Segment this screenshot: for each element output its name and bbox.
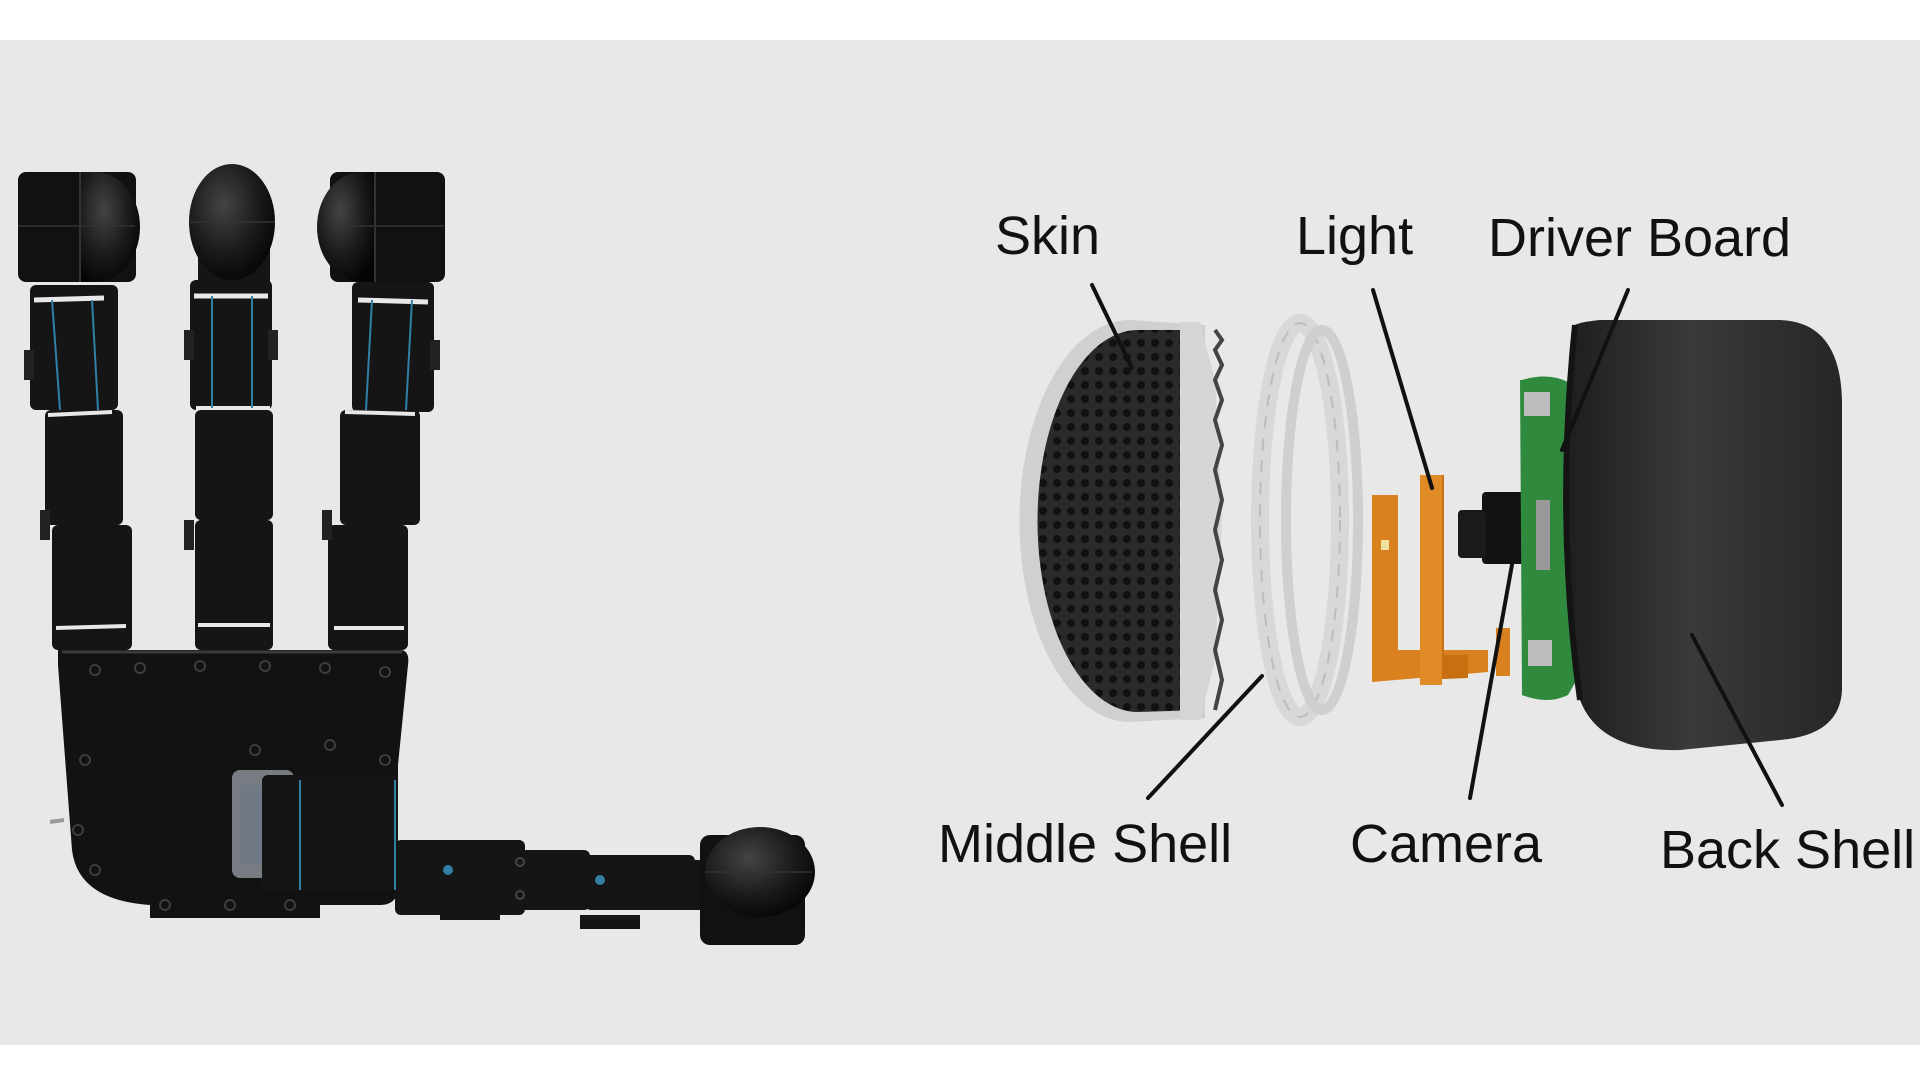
tactile-sensor-exploded: Skin Light Driver Board Middle Shell Cam… (938, 206, 1915, 880)
back-shell-component (1563, 320, 1842, 751)
camera-label: Camera (1350, 814, 1543, 874)
middle-shell-leader (1146, 674, 1264, 800)
middle-shell-label: Middle Shell (938, 814, 1232, 874)
driver-board-label: Driver Board (1488, 208, 1791, 268)
palm-screws (72, 660, 391, 911)
skin-leader (1090, 283, 1134, 370)
light-component (1372, 475, 1510, 685)
finger-middle (184, 164, 278, 650)
thumb (262, 775, 815, 945)
skin-label: Skin (995, 206, 1100, 266)
robotic-hand (18, 164, 815, 945)
middle-shell-component (1251, 314, 1363, 726)
camera-leader (1468, 546, 1517, 800)
skin-component (1019, 320, 1225, 722)
driver-board-leader (1560, 288, 1630, 452)
finger-left (18, 172, 140, 650)
light-label: Light (1296, 206, 1413, 266)
light-leader (1371, 288, 1434, 490)
back-shell-label: Back Shell (1660, 820, 1915, 880)
back-shell-leader (1690, 633, 1784, 807)
finger-right (317, 172, 445, 650)
